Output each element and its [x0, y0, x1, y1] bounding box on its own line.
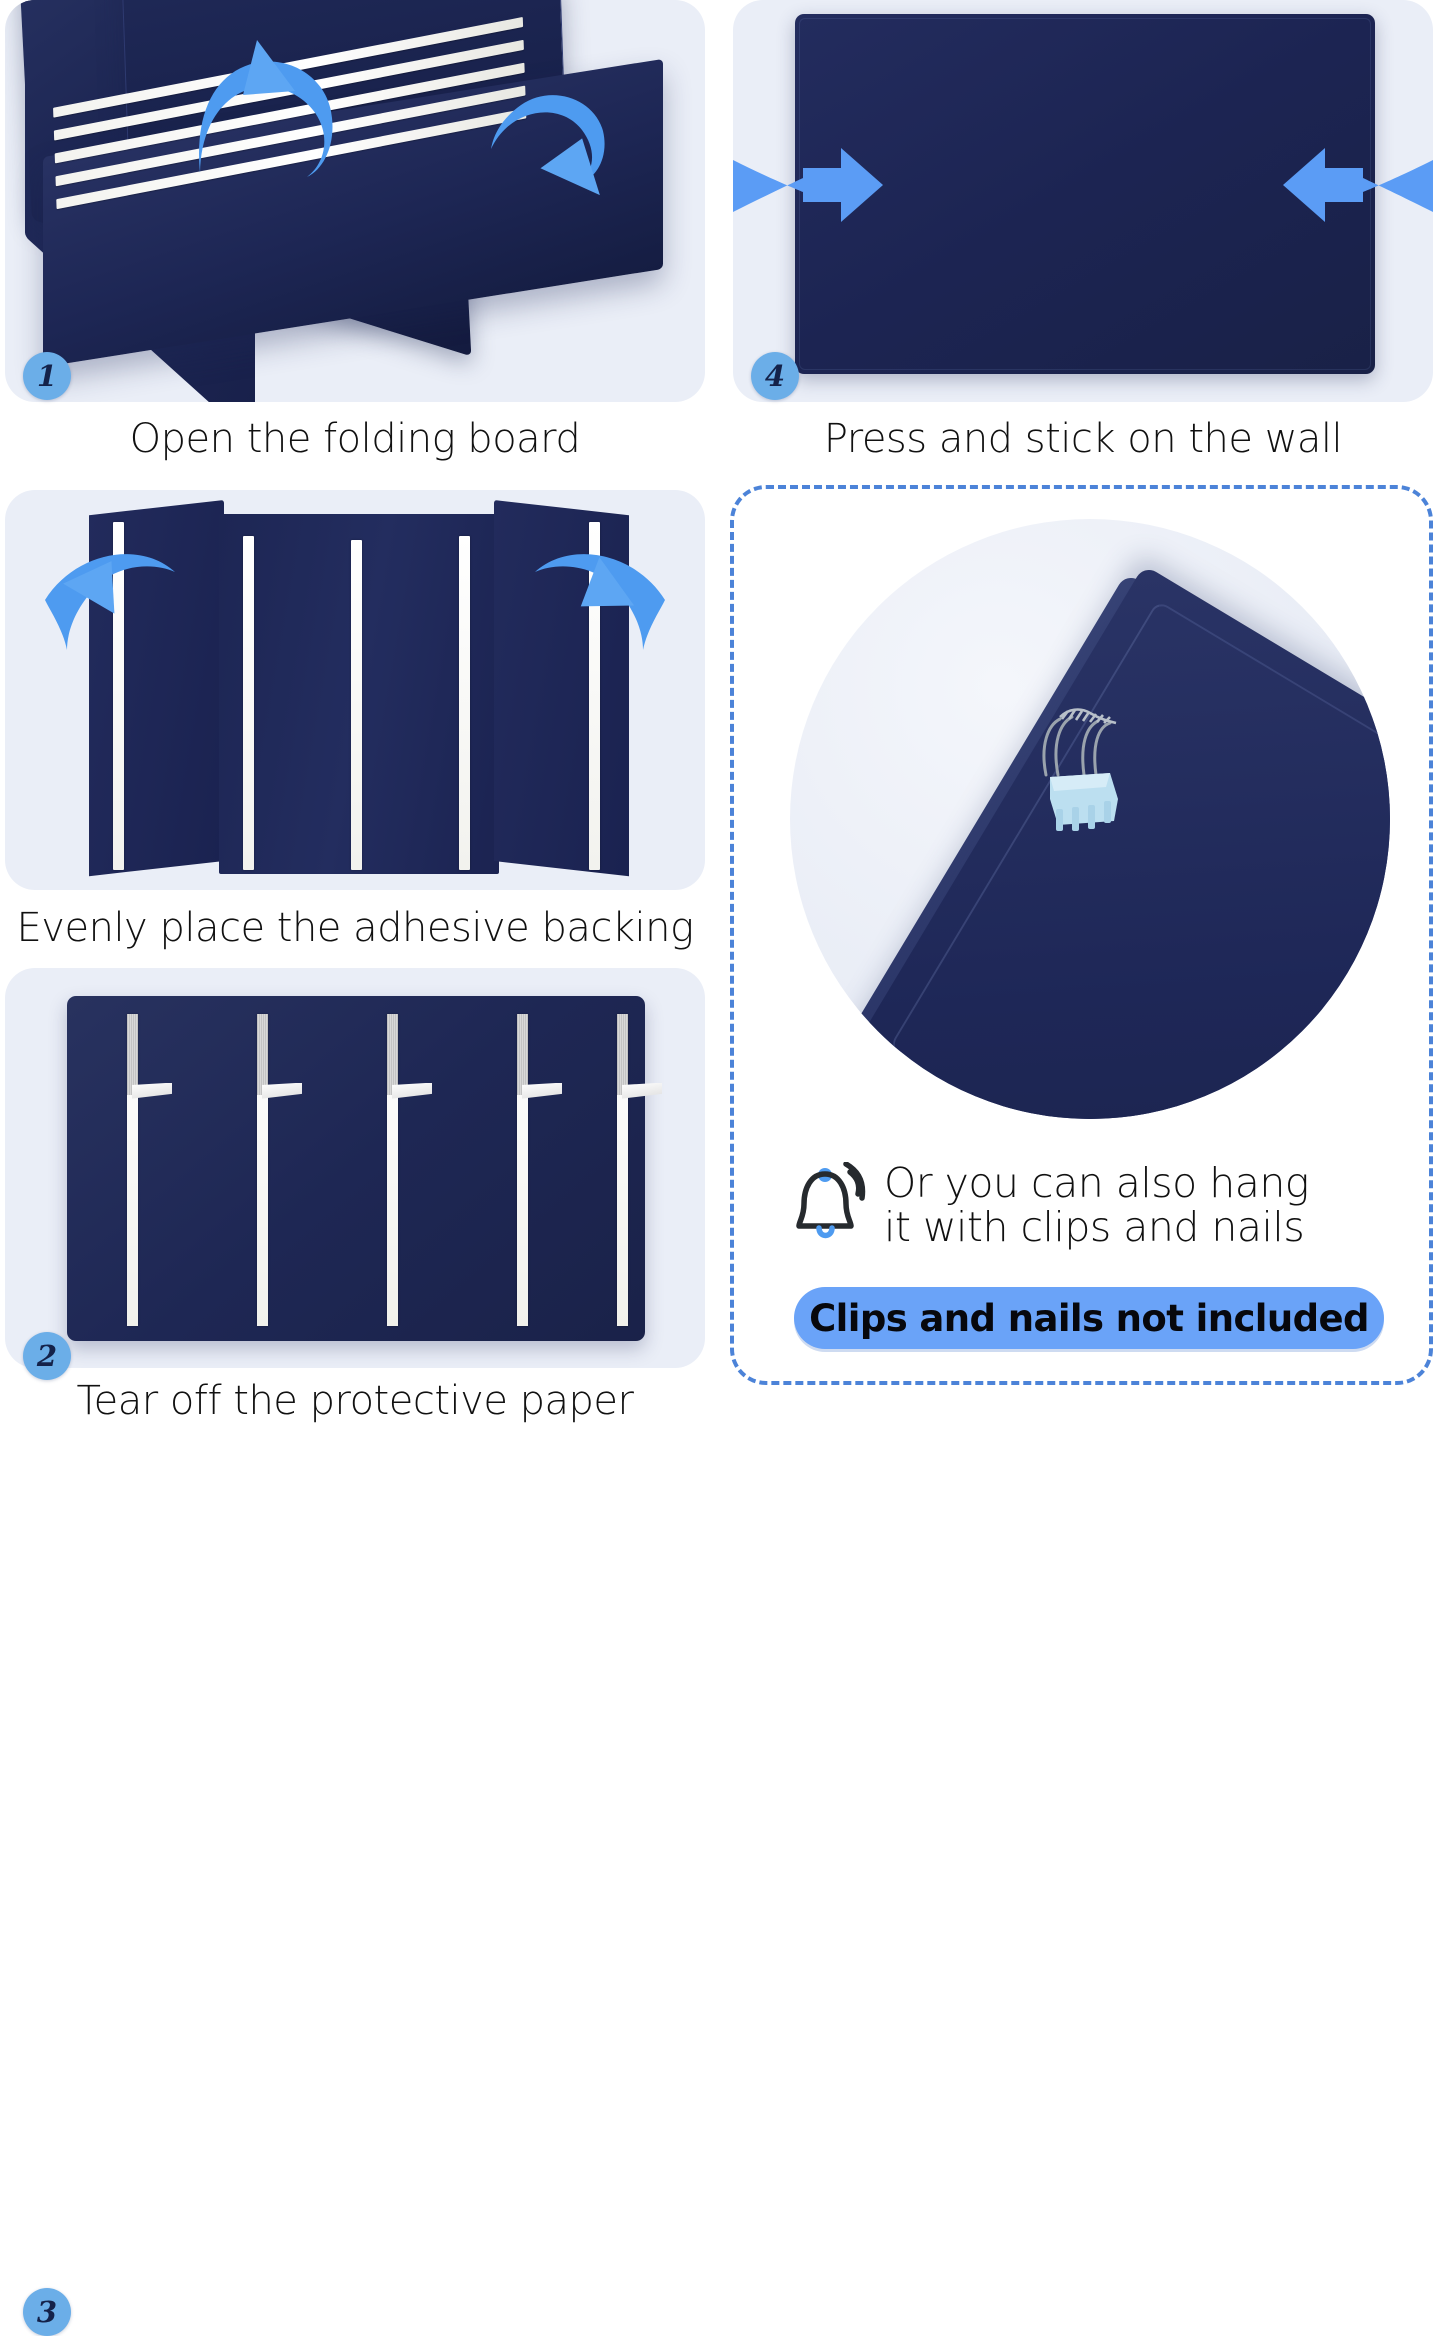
- protective-paper-tab: [127, 1014, 172, 1326]
- adhesive-strip: [459, 536, 470, 870]
- step-1-arrows: [199, 40, 605, 196]
- step-number-badge-4: 4: [751, 352, 799, 400]
- curved-arrow-cw-icon: [491, 95, 605, 196]
- step-number-badge-2: 2: [23, 1332, 71, 1380]
- step-3-caption: Tear off the protective paper: [76, 1378, 634, 1424]
- curved-arrow-left-icon: [45, 554, 175, 650]
- arrow-left-icon: [1283, 148, 1433, 222]
- step-3-illustration: [5, 968, 705, 1368]
- curved-arrow-ccw-icon: [199, 40, 333, 177]
- step-1-caption: Open the folding board: [129, 416, 581, 462]
- protective-paper-tab: [617, 1014, 662, 1326]
- step-4-caption: Press and stick on the wall: [823, 416, 1343, 462]
- adhesive-strip: [113, 522, 124, 870]
- hang-note-line-1: Or you can also hang: [884, 1159, 1309, 1207]
- step-2-illustration: [5, 490, 705, 890]
- adhesive-strip: [243, 536, 254, 870]
- step-4-arrows: [733, 148, 1433, 222]
- hang-note-text: Or you can also hang it with clips and n…: [884, 1161, 1309, 1250]
- protective-paper-tab: [517, 1014, 562, 1326]
- adhesive-strip: [351, 540, 362, 870]
- step-2-arrows: [45, 554, 665, 650]
- step-number-badge-1: 1: [23, 352, 71, 400]
- binder-clip-icon: [1042, 708, 1118, 831]
- step-4-illustration: [733, 0, 1433, 402]
- protective-paper-tab: [257, 1014, 302, 1326]
- board-front-face: [67, 996, 645, 1341]
- step-2-caption: Evenly place the adhesive backing: [16, 905, 694, 951]
- step-3-panel: 3: [5, 968, 705, 2336]
- arrow-right-icon: [733, 148, 883, 222]
- hang-with-clips-panel: Or you can also hang it with clips and n…: [730, 485, 1433, 1385]
- curved-arrow-right-icon: [535, 554, 665, 650]
- protective-paper-tab: [387, 1014, 432, 1326]
- clip-detail-photo: [790, 519, 1390, 1119]
- step-4-panel: 4: [733, 0, 1433, 402]
- step-1-illustration: [5, 0, 705, 402]
- not-included-badge: Clips and nails not included: [794, 1287, 1384, 1349]
- step-2-panel: 2: [5, 490, 705, 1380]
- hang-note-line-2: it with clips and nails: [884, 1203, 1305, 1252]
- hang-note-row: Or you can also hang it with clips and n…: [792, 1161, 1392, 1250]
- step-1-panel: 1: [5, 0, 705, 402]
- bell-icon: [796, 1162, 866, 1239]
- board-front-face: [795, 14, 1375, 374]
- step-number-badge-3: 3: [23, 2288, 71, 2336]
- adhesive-strip: [589, 522, 600, 870]
